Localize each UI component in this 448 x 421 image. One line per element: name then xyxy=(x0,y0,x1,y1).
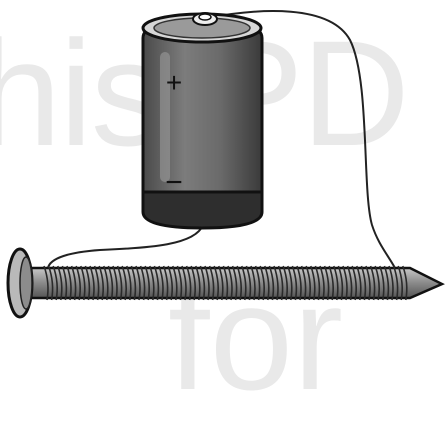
coil-turn xyxy=(388,265,394,301)
coil-turn xyxy=(107,265,114,301)
coil-turn xyxy=(296,265,302,301)
coil-turn xyxy=(277,265,284,301)
coil-turn xyxy=(273,265,279,301)
electromagnet-diagram: his PD for xyxy=(0,10,445,412)
coil-turn xyxy=(103,265,109,301)
coil-turn xyxy=(383,265,390,301)
coil-turn xyxy=(319,265,325,301)
coil-turn xyxy=(305,265,311,301)
coil-turn xyxy=(66,265,72,301)
coil-turn xyxy=(176,265,183,301)
coil-turn xyxy=(241,265,247,301)
coil-turn xyxy=(204,265,210,301)
coil-turn xyxy=(185,265,192,301)
coil-turn xyxy=(291,265,298,301)
coil-turn xyxy=(181,265,187,301)
nail-icon xyxy=(6,247,445,319)
coil-turn xyxy=(259,265,265,301)
coil-turn xyxy=(222,265,229,301)
coil-turn xyxy=(190,265,196,301)
coil-turn xyxy=(195,265,201,301)
coil-turn xyxy=(346,265,353,301)
coil-turn xyxy=(282,265,288,301)
coil-turn xyxy=(314,265,321,301)
coil-turn xyxy=(130,265,137,301)
coil-turn xyxy=(374,265,380,301)
minus-label: − xyxy=(165,166,183,199)
coil-turn xyxy=(360,265,367,301)
coil-turn xyxy=(47,265,54,301)
coil-turn xyxy=(98,265,104,301)
coil-turn xyxy=(93,265,100,301)
coil-turn xyxy=(392,265,399,301)
coil-turn xyxy=(328,265,334,301)
coil-turn xyxy=(153,265,160,301)
coil-turn xyxy=(264,265,270,301)
coil-turn xyxy=(356,265,362,301)
coil-turn xyxy=(121,265,127,301)
coil-turn xyxy=(126,265,132,301)
coil-turn xyxy=(199,265,206,301)
coil-turn xyxy=(236,265,242,301)
coil-turn xyxy=(300,265,307,301)
coil-turn xyxy=(213,265,219,301)
coil-turn xyxy=(333,265,339,301)
coil-turn xyxy=(84,265,91,301)
coil-turn xyxy=(342,265,348,301)
coil-turn xyxy=(268,265,275,301)
coil-turn xyxy=(245,265,252,301)
coil-turn xyxy=(167,265,173,301)
coil-turn xyxy=(369,265,376,301)
coil-turn xyxy=(144,265,150,301)
coil-turn xyxy=(162,265,169,301)
coil-turn xyxy=(397,265,403,301)
wire-coil xyxy=(43,265,408,301)
coil-turn xyxy=(75,265,81,301)
coil-turn xyxy=(43,265,49,301)
coil-turn xyxy=(250,265,256,301)
coil-turn xyxy=(61,265,68,301)
coil-turn xyxy=(379,265,385,301)
coil-turn xyxy=(323,265,330,301)
coil-turn xyxy=(227,265,233,301)
coil-turn xyxy=(70,265,77,301)
coil-turn xyxy=(89,265,95,301)
plus-label: + xyxy=(166,67,182,98)
negative-wire xyxy=(47,224,204,269)
coil-turn xyxy=(351,265,357,301)
coil-turn xyxy=(80,265,86,301)
coil-turn xyxy=(310,265,316,301)
coil-turn xyxy=(149,265,155,301)
coil-turn xyxy=(208,265,215,301)
coil-turn xyxy=(116,265,123,301)
coil-turn xyxy=(112,265,118,301)
coil-turn xyxy=(254,265,261,301)
battery-icon xyxy=(141,12,264,230)
wire-icon xyxy=(47,10,401,281)
coil-turn xyxy=(52,265,58,301)
coil-turn xyxy=(218,265,224,301)
coil-turn xyxy=(365,265,371,301)
diagram-canvas: + − xyxy=(6,10,445,319)
positive-wire xyxy=(206,10,401,281)
coil-turn xyxy=(337,265,344,301)
coil-turn xyxy=(135,265,141,301)
coil-turn xyxy=(231,265,238,301)
coil-turn xyxy=(172,265,178,301)
coil-turn xyxy=(139,265,146,301)
coil-turn xyxy=(402,265,408,301)
coil-turn xyxy=(287,265,293,301)
coil-turn xyxy=(57,265,63,301)
coil-turn xyxy=(158,265,164,301)
